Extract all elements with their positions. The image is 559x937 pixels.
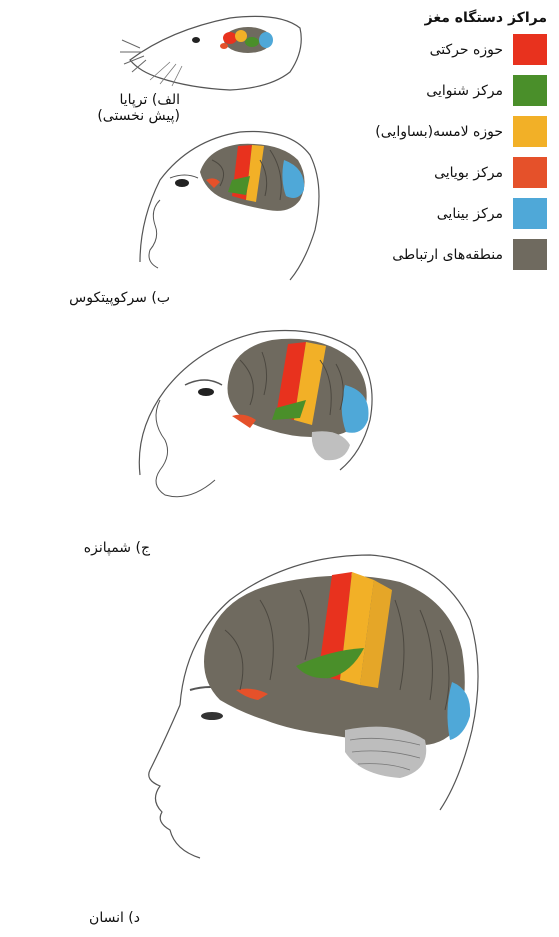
chimpanzee-figure (139, 330, 372, 496)
motor-swatch (513, 34, 547, 65)
legend-label-olfactory: مرکز بویایی (434, 165, 503, 181)
caption-tree-shrew-name: الف) ترپایا (30, 92, 180, 108)
caption-chimpanzee: ج) شمپانزه (10, 540, 150, 556)
legend-item-motor: حوزه حرکتی (317, 34, 547, 65)
legend-item-association: منطقه‌های ارتباطی (317, 239, 547, 270)
association-swatch (513, 239, 547, 270)
olfactory-swatch (513, 157, 547, 188)
touch-swatch (513, 116, 547, 147)
tree-shrew-brain (220, 27, 273, 53)
legend-item-auditory: مرکز شنوایی (317, 75, 547, 106)
legend-item-olfactory: مرکز بویایی (317, 157, 547, 188)
legend-label-motor: حوزه حرکتی (430, 42, 503, 58)
legend-label-visual: مرکز بینایی (437, 206, 503, 222)
cercopithecus-brain (200, 144, 305, 211)
human-figure (149, 555, 478, 858)
auditory-swatch (513, 75, 547, 106)
visual-swatch (513, 198, 547, 229)
legend-label-touch: حوزه لامسه(بساوایی) (375, 124, 503, 140)
tree-shrew-figure (120, 16, 301, 90)
legend-label-auditory: مرکز شنوایی (426, 83, 503, 99)
cercopithecus-figure (140, 131, 319, 280)
legend-item-visual: مرکز بینایی (317, 198, 547, 229)
caption-human: د) انسان (10, 910, 140, 926)
legend-title: مراکز دستگاه مغز (317, 10, 547, 26)
chimpanzee-brain (228, 339, 369, 460)
caption-tree-shrew: الف) ترپایا (پیش نخستی) (30, 92, 180, 124)
human-brain (204, 572, 470, 778)
caption-cercopithecus: ب) سرکوپیتکوس (10, 290, 170, 306)
brain-centers-legend: مراکز دستگاه مغز حوزه حرکتی مرکز شنوایی … (317, 6, 547, 280)
legend-item-touch: حوزه لامسه(بساوایی) (317, 116, 547, 147)
legend-label-association: منطقه‌های ارتباطی (392, 247, 503, 263)
caption-tree-shrew-note: (پیش نخستی) (30, 108, 180, 124)
